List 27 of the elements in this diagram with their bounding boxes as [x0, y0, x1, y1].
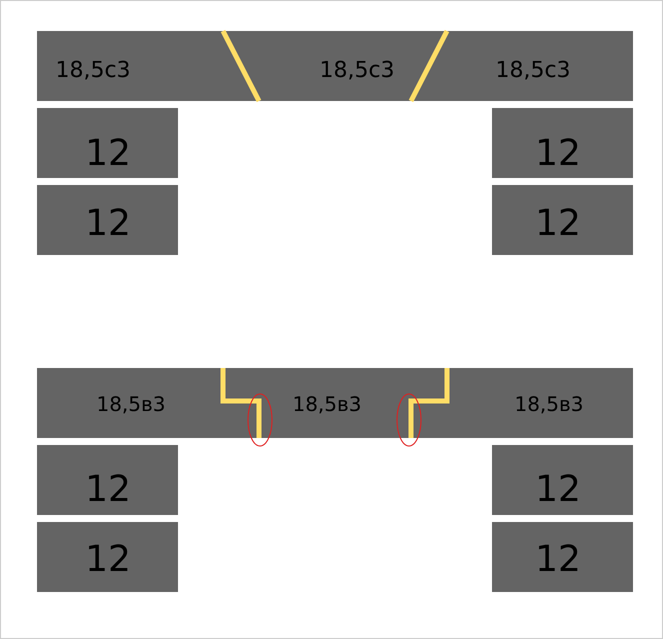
- block: [492, 445, 633, 515]
- block-label: 18,5с3: [495, 60, 571, 82]
- block-label: 12: [535, 206, 581, 242]
- block-label: 12: [535, 472, 581, 508]
- block-label: 12: [85, 136, 131, 172]
- block-label: 12: [535, 542, 581, 578]
- block: [37, 108, 178, 178]
- block: [411, 31, 633, 101]
- block: [37, 522, 178, 592]
- block-label: 18,5в3: [96, 394, 166, 414]
- block: [223, 368, 447, 438]
- block: [492, 185, 633, 255]
- block-label: 12: [85, 542, 131, 578]
- block-label: 18,5с3: [319, 60, 395, 82]
- block-label: 18,5с3: [55, 60, 131, 82]
- block-label: 12: [535, 136, 581, 172]
- block: [37, 445, 178, 515]
- block-label: 12: [85, 472, 131, 508]
- block: [37, 31, 259, 101]
- block-label: 18,5в3: [514, 394, 584, 414]
- block-label: 12: [85, 206, 131, 242]
- block: [37, 185, 178, 255]
- block-label: 18,5в3: [292, 394, 362, 414]
- block: [492, 108, 633, 178]
- block: [37, 368, 259, 438]
- block: [492, 522, 633, 592]
- block: [223, 31, 447, 101]
